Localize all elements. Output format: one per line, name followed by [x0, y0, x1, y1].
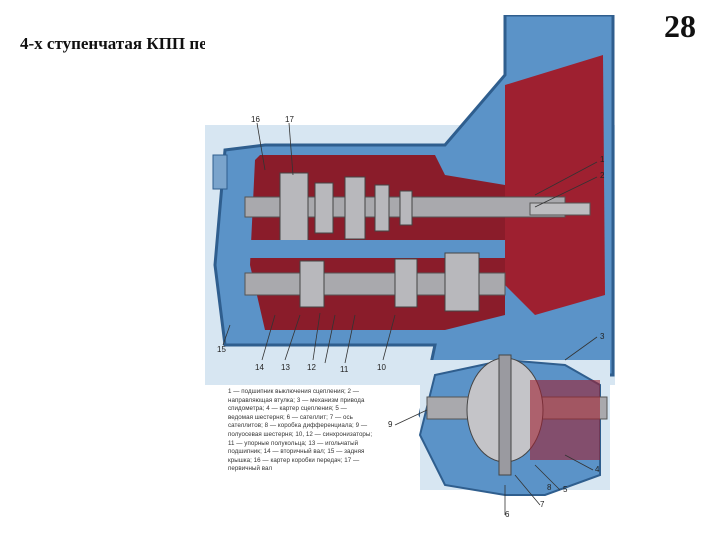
callout-14: 14 [255, 363, 264, 372]
callout-7: 7 [540, 500, 545, 509]
gearbox-cutaway-figure: 1 2 3 4 5 6 7 8 9 10 11 12 13 14 15 16 1… [205, 15, 623, 520]
callout-15: 15 [217, 345, 226, 354]
callout-3: 3 [600, 332, 605, 341]
callout-4: 4 [595, 465, 600, 474]
callout-8: 8 [547, 483, 552, 492]
callout-5: 5 [563, 485, 568, 494]
figure-caption: 1 — подшипник выключения сцепления; 2 — … [228, 388, 373, 473]
callout-11: 11 [340, 365, 349, 374]
page-number: 28 [664, 8, 696, 44]
callout-10: 10 [377, 363, 386, 372]
callout-12: 12 [307, 363, 316, 372]
callout-2: 2 [600, 171, 605, 180]
callout-17: 17 [285, 115, 294, 124]
gearbox-illustration [205, 15, 623, 520]
callout-13: 13 [281, 363, 290, 372]
callout-9: 9 [388, 420, 393, 429]
callout-1: 1 [600, 155, 605, 164]
callout-16: 16 [251, 115, 260, 124]
callout-6: 6 [505, 510, 510, 519]
